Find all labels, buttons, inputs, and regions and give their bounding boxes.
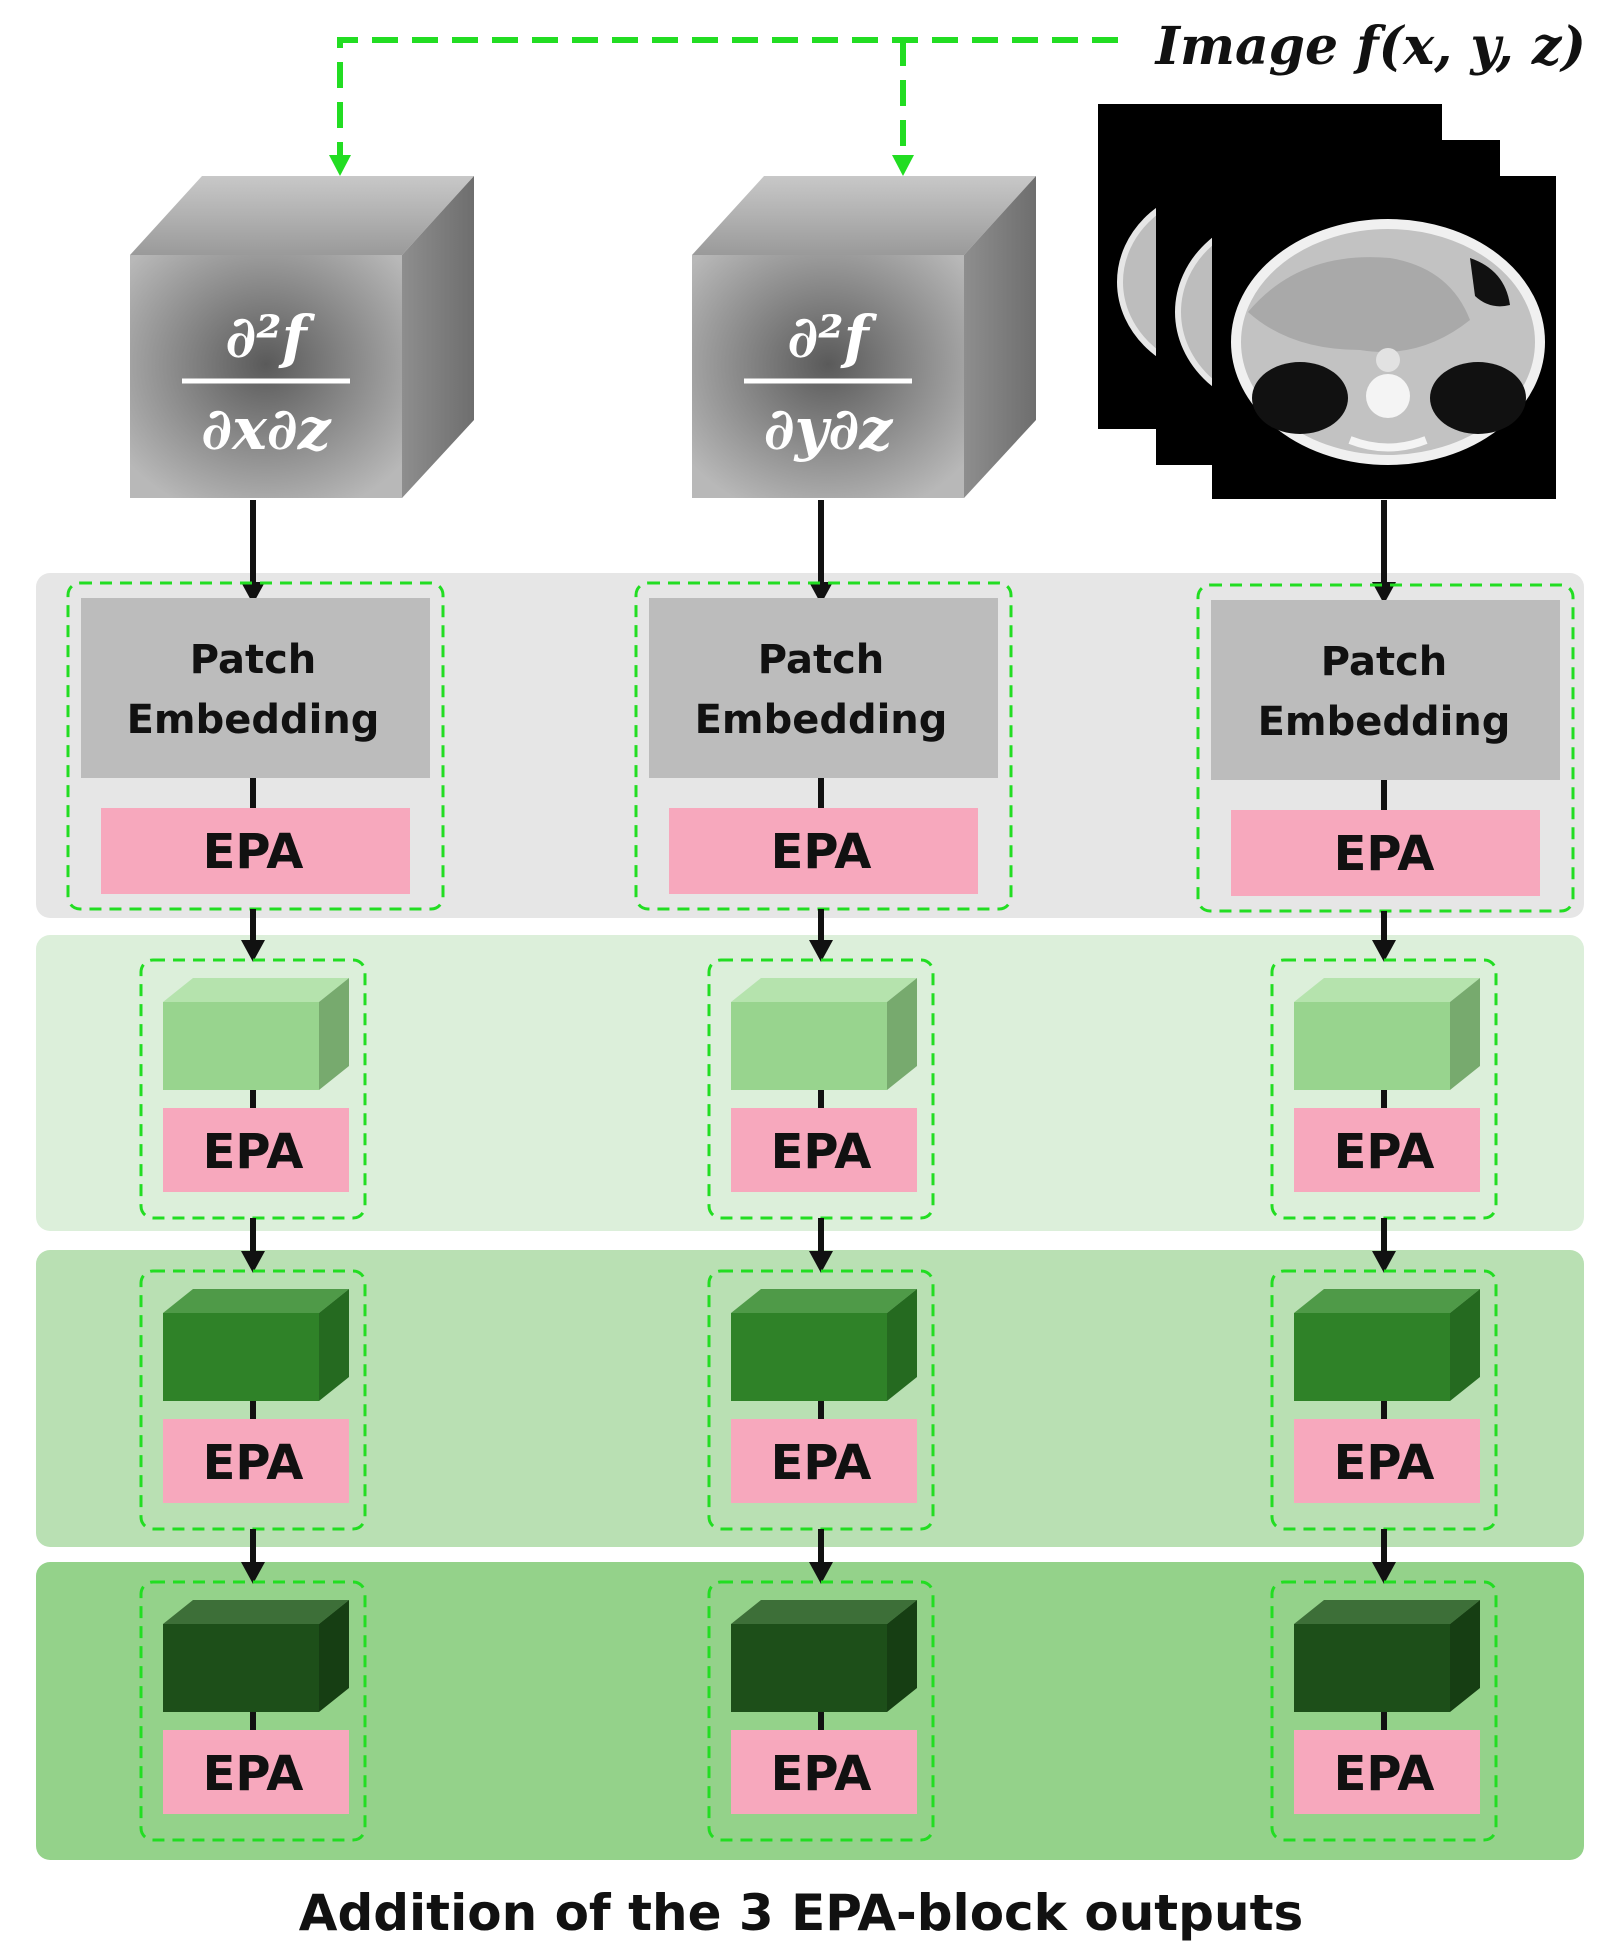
feature-cube-side (1450, 1600, 1480, 1712)
epa-block (1294, 1730, 1480, 1814)
epa-label: EPA (771, 824, 872, 880)
feature-cube (731, 1313, 887, 1401)
patch-embedding-label-line1: Patch (758, 637, 885, 683)
patch-embedding-label-line2: Embedding (695, 697, 948, 743)
ct-image-stack (1098, 104, 1556, 499)
epa-block (731, 1108, 917, 1192)
derivative-cube-dxdz: ∂²f ∂x∂z (130, 176, 474, 498)
epa-label: EPA (203, 1435, 304, 1491)
epa-block (669, 808, 978, 894)
epa-label: EPA (771, 1435, 872, 1491)
stage-arrowhead (1372, 1562, 1396, 1584)
derivative-denominator: ∂x∂z (201, 395, 332, 463)
feature-cube-top (731, 1600, 917, 1624)
feature-cube-side (319, 978, 349, 1090)
arrowhead-to-dydz (892, 155, 914, 176)
epa-label: EPA (203, 1124, 304, 1180)
feature-cube-top (1294, 978, 1480, 1002)
feature-cube-side (319, 1600, 349, 1712)
epa-block (1294, 1108, 1480, 1192)
feature-cube-top (163, 978, 349, 1002)
feature-cube-top (163, 1600, 349, 1624)
footer-caption: Addition of the 3 EPA-block outputs (299, 1884, 1303, 1942)
epa-label: EPA (1334, 1746, 1435, 1802)
epa-block (1294, 1419, 1480, 1503)
stage-arrowhead (809, 1251, 833, 1273)
stage-arrowhead (809, 940, 833, 962)
feature-cube-side (887, 1289, 917, 1401)
feature-cube-top (731, 978, 917, 1002)
ct-axial-abdomen (1231, 219, 1545, 465)
patch-embedding-block (649, 598, 998, 778)
feature-cube-side (887, 1600, 917, 1712)
epa-label: EPA (1334, 1435, 1435, 1491)
feature-cube (1294, 1002, 1450, 1090)
stage-arrowhead (241, 1562, 265, 1584)
feature-cube-top (1294, 1289, 1480, 1313)
patch-embedding-block (81, 598, 430, 778)
feature-cube-top (1294, 1600, 1480, 1624)
feature-cube-top (163, 1289, 349, 1313)
epa-block (731, 1730, 917, 1814)
stage4-dashed-group (139, 1580, 367, 1842)
arrowhead-input-patch-2 (809, 582, 833, 604)
feature-cube-side (887, 978, 917, 1090)
stage-arrowhead (241, 1251, 265, 1273)
feature-cube-side (319, 1289, 349, 1401)
patch-embedding-label-line2: Embedding (1258, 699, 1511, 745)
epa-label: EPA (203, 1746, 304, 1802)
epa-label: EPA (203, 824, 304, 880)
stage-arrowhead (1372, 1251, 1396, 1273)
patch-embedding-label-line2: Embedding (127, 697, 380, 743)
stage4-dashed-group (707, 1580, 935, 1842)
feature-cube (1294, 1624, 1450, 1712)
stage4-dashed-group (1270, 1580, 1498, 1842)
feature-cube (731, 1002, 887, 1090)
epa-label: EPA (771, 1124, 872, 1180)
epa-block (101, 808, 410, 894)
feature-cube (731, 1624, 887, 1712)
epa-label: EPA (1334, 1124, 1435, 1180)
patch-embedding-label-line1: Patch (190, 637, 317, 683)
stage-arrowhead (809, 1562, 833, 1584)
arrowhead-input-patch-1 (241, 582, 265, 604)
feature-cube-side (1450, 978, 1480, 1090)
arrowhead-input-patch-3 (1372, 582, 1396, 604)
feature-cube (163, 1002, 319, 1090)
stage-arrowhead (241, 940, 265, 962)
patch-embedding-label-line1: Patch (1321, 639, 1448, 685)
epa-block (731, 1419, 917, 1503)
derivative-numerator: ∂²f (225, 303, 315, 371)
stage-arrowhead (1372, 940, 1396, 962)
feature-cube (1294, 1313, 1450, 1401)
image-input-connector (337, 37, 1118, 160)
derivative-numerator: ∂²f (787, 303, 877, 371)
epa-label: EPA (1334, 826, 1435, 882)
feature-cube-top (731, 1289, 917, 1313)
derivative-cube-dydz: ∂²f ∂y∂z (692, 176, 1036, 498)
image-label: Image f(x, y, z) (1154, 16, 1586, 77)
feature-cube-side (1450, 1289, 1480, 1401)
feature-cube (163, 1313, 319, 1401)
epa-block (163, 1730, 349, 1814)
epa-block (1231, 810, 1540, 896)
feature-cube (163, 1624, 319, 1712)
epa-block (163, 1419, 349, 1503)
derivative-denominator: ∂y∂z (764, 395, 894, 463)
patch-embedding-block (1211, 600, 1560, 780)
epa-label: EPA (771, 1746, 872, 1802)
arrowhead-to-dxdz (329, 155, 351, 176)
epa-block (163, 1108, 349, 1192)
